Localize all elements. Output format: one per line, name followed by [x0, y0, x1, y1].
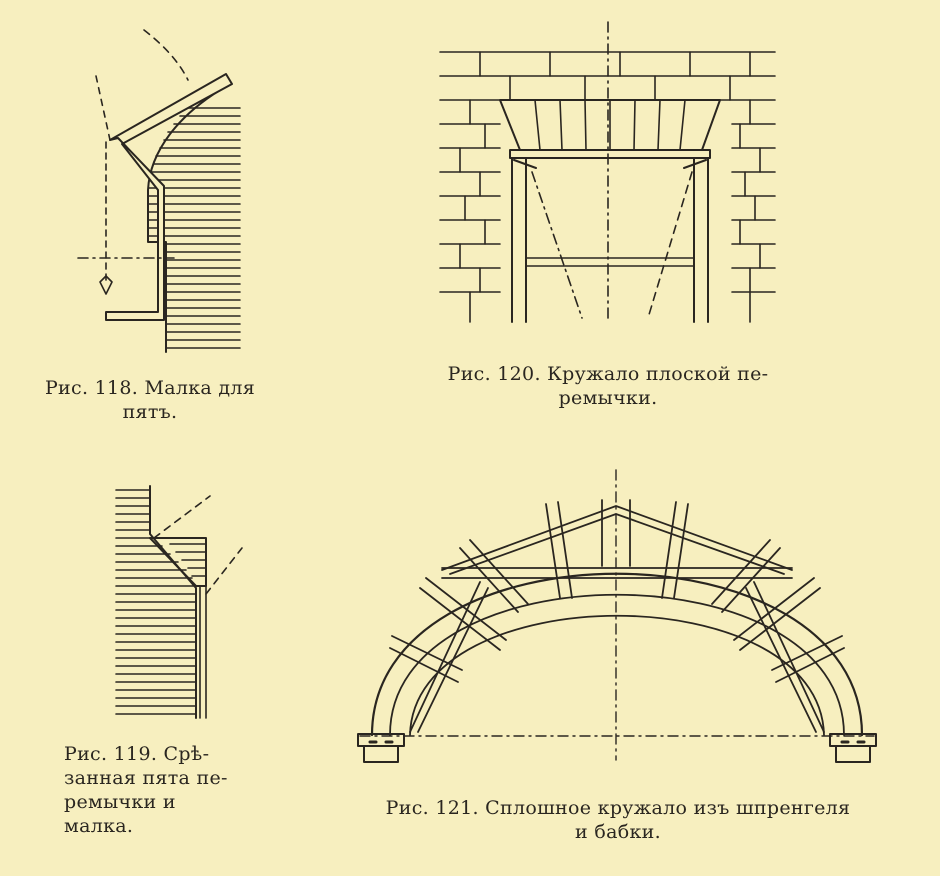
figure-120-drawing — [440, 22, 775, 327]
caption-figure-120: Рис. 120. Кружало плоской пе- ремычки. — [447, 363, 769, 409]
caption-figure-118: Рис. 118. Малка для пятъ. — [44, 377, 256, 423]
caption-figure-119: Рис. 119. Срѣ- занная пята пе- ремычки и… — [64, 743, 228, 837]
figure-118-drawing — [70, 20, 270, 360]
figure-119-drawing — [110, 486, 260, 718]
caption-figure-121: Рис. 121. Сплошное кружало изъ шпренгеля… — [385, 797, 851, 843]
figure-121-drawing — [350, 470, 890, 770]
